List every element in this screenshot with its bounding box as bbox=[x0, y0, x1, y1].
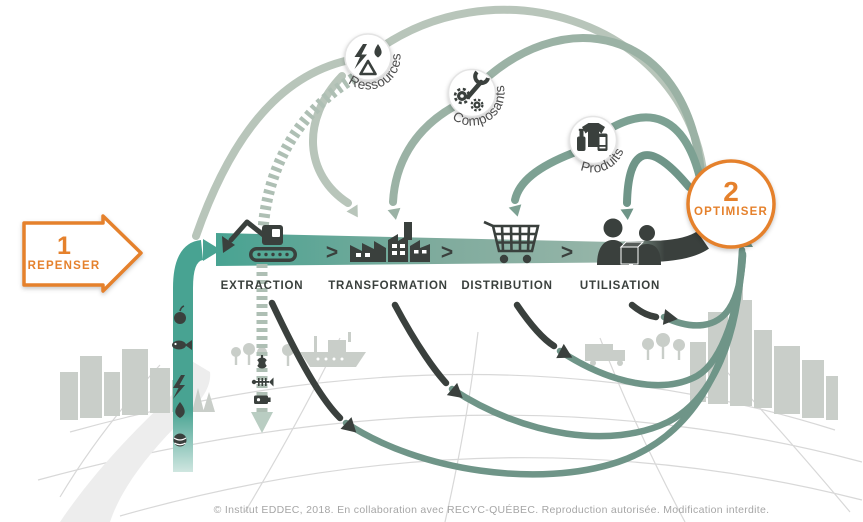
loop-node-ressources bbox=[344, 33, 392, 81]
consumers-icon bbox=[597, 218, 661, 265]
waste-icons bbox=[251, 355, 274, 404]
arc-composants-right bbox=[468, 34, 705, 176]
waste-down-arrowhead bbox=[251, 412, 273, 433]
repenser-badge-shape bbox=[22, 214, 143, 293]
loop-utilisation-return bbox=[660, 252, 747, 329]
trees-left-silhouette bbox=[231, 343, 294, 366]
arc-optimiser-down bbox=[623, 151, 693, 207]
pipe-resource-icons bbox=[172, 305, 192, 447]
stage-label-distribution: DISTRIBUTION bbox=[461, 280, 553, 292]
linear-economy-band bbox=[216, 233, 660, 266]
trees-right-silhouette bbox=[642, 333, 685, 360]
phone-icon bbox=[597, 133, 608, 151]
separator-chevron: > bbox=[326, 241, 338, 264]
band-end-dark bbox=[617, 231, 709, 263]
arc-ressources-left bbox=[192, 53, 372, 240]
ship-silhouette bbox=[300, 332, 366, 367]
apple-core-icon bbox=[252, 355, 272, 369]
water-drop-icon bbox=[175, 402, 185, 418]
resource-input-pipe bbox=[173, 240, 205, 472]
arc-ressources-down bbox=[309, 72, 352, 207]
optimiser-circle-shape bbox=[686, 159, 776, 249]
arc-produits-down bbox=[511, 149, 577, 204]
end-of-life-arrows bbox=[268, 299, 660, 422]
optimiser-label: OPTIMISER bbox=[693, 206, 769, 218]
repenser-label: REPENSER bbox=[27, 260, 101, 272]
stage-label-transformation: TRANSFORMATION bbox=[328, 280, 448, 292]
excavator-icon bbox=[222, 219, 297, 262]
loop-node-composants bbox=[447, 68, 497, 118]
city-left-silhouette bbox=[60, 349, 215, 420]
planet-icon bbox=[173, 433, 187, 447]
arc-composants-down bbox=[389, 103, 457, 206]
battery-icon bbox=[254, 395, 271, 404]
package-box-icon bbox=[619, 241, 645, 265]
separator-chevron: > bbox=[561, 241, 573, 264]
shopping-cart-icon bbox=[483, 220, 540, 264]
apple-icon bbox=[174, 305, 186, 324]
city-right-silhouette bbox=[690, 272, 838, 420]
lightning-icon bbox=[173, 375, 185, 399]
truck-silhouette bbox=[585, 344, 625, 366]
arc-ressources-right bbox=[364, 5, 707, 174]
repenser-number: 1 bbox=[57, 232, 71, 260]
separator-chevron: > bbox=[441, 241, 453, 264]
band-separators: > > > bbox=[326, 241, 573, 264]
recycle-icon bbox=[359, 59, 377, 76]
tshirt-icon bbox=[582, 123, 605, 147]
pipe-arrowhead bbox=[203, 239, 221, 261]
stage-label-utilisation: UTILISATION bbox=[579, 280, 661, 292]
optimiser-number: 2 bbox=[723, 176, 739, 207]
dashed-resource-waste-line bbox=[256, 73, 357, 412]
top-loop-arrowheads bbox=[346, 204, 634, 220]
fish-bone-icon bbox=[251, 377, 274, 387]
optimiser-badge: 2 OPTIMISER bbox=[683, 176, 779, 219]
gears-icon bbox=[453, 87, 484, 112]
repenser-badge: 1 REPENSER bbox=[24, 233, 104, 273]
lightning-icon bbox=[354, 44, 367, 69]
return-loop-arcs bbox=[342, 246, 747, 478]
bottle-icon bbox=[577, 128, 586, 151]
footer-credit: © Institut EDDEC, 2018. En collaboration… bbox=[213, 504, 770, 516]
fish-icon bbox=[172, 340, 192, 350]
factory-icon bbox=[350, 222, 430, 262]
loop-node-produits bbox=[568, 115, 618, 165]
stage-label-extraction: EXTRACTION bbox=[220, 280, 304, 292]
end-of-life-arrowheads bbox=[340, 309, 678, 433]
water-drop-icon bbox=[374, 44, 382, 58]
wrench-icon bbox=[465, 70, 490, 100]
